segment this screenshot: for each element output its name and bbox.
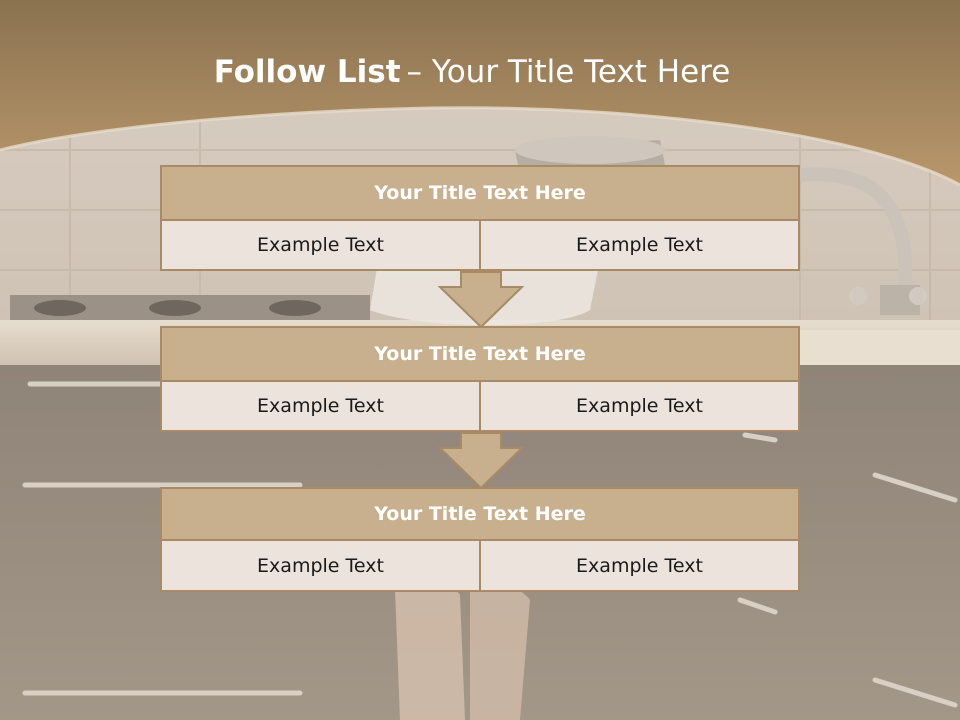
slide-title: Follow List– Your Title Text Here xyxy=(0,54,944,90)
block-cell-left: Example Text xyxy=(160,221,481,271)
block-cell-left: Example Text xyxy=(160,541,481,592)
block-row: Example Text Example Text xyxy=(160,541,800,592)
block-row: Example Text Example Text xyxy=(160,382,800,432)
list-block-3: Your Title Text Here Example Text Exampl… xyxy=(160,487,800,592)
block-cell-left: Example Text xyxy=(160,382,481,432)
down-arrow-icon xyxy=(438,432,524,490)
block-title: Your Title Text Here xyxy=(160,487,800,541)
block-cell-right: Example Text xyxy=(479,382,800,432)
title-bold: Follow List xyxy=(213,54,401,90)
block-cell-right: Example Text xyxy=(479,221,800,271)
block-row: Example Text Example Text xyxy=(160,221,800,271)
block-title: Your Title Text Here xyxy=(160,326,800,382)
title-rest: – Your Title Text Here xyxy=(406,54,731,90)
block-cell-right: Example Text xyxy=(479,541,800,592)
list-block-2: Your Title Text Here Example Text Exampl… xyxy=(160,326,800,432)
list-block-1: Your Title Text Here Example Text Exampl… xyxy=(160,165,800,271)
block-title: Your Title Text Here xyxy=(160,165,800,221)
down-arrow-icon xyxy=(438,271,524,329)
